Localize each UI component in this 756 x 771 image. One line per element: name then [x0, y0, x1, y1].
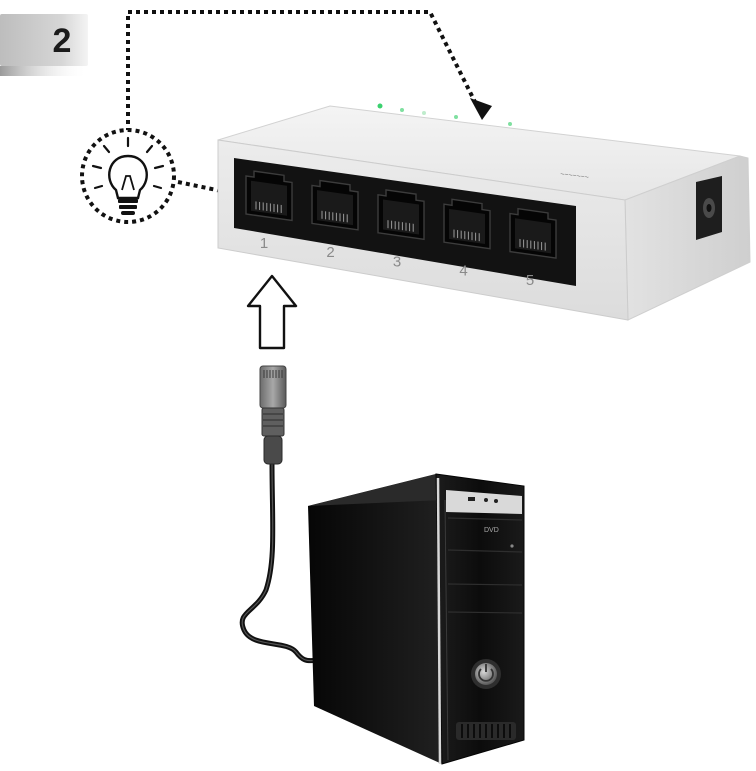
- led-2: [400, 108, 404, 112]
- arrow-up-icon: [246, 274, 298, 350]
- port-label-5: 5: [526, 272, 534, 289]
- power-button: [471, 659, 501, 689]
- port-label-1: 1: [260, 235, 268, 252]
- front-io-panel: [446, 490, 522, 514]
- power-jack: [696, 176, 722, 240]
- led-1: [377, 103, 383, 109]
- usb-port-2: [484, 498, 488, 502]
- ethernet-cable: [239, 459, 321, 664]
- port-label-2: 2: [326, 244, 334, 261]
- usb-port-3: [494, 499, 498, 503]
- led-5: [508, 122, 512, 126]
- lightbulb-icon: [80, 128, 176, 224]
- step-badge: 2: [0, 14, 88, 76]
- indicator-pointer-arrowhead: [470, 98, 492, 120]
- indicator-pointer-line: [126, 10, 482, 132]
- desktop-pc: DVD: [308, 473, 525, 765]
- ethernet-port-5: [509, 207, 557, 259]
- ethernet-port-3: [377, 189, 425, 241]
- ethernet-port-4: [443, 198, 491, 250]
- step-number: 2: [53, 22, 72, 60]
- svg-text:DVD: DVD: [484, 527, 499, 534]
- network-switch: ~~~~~~~ 1 2 3 4 5: [217, 103, 751, 321]
- svg-text:~~~~~~~: ~~~~~~~: [560, 171, 589, 181]
- front-vent: [456, 722, 516, 740]
- led-4: [454, 115, 458, 119]
- ethernet-ports: [245, 170, 557, 259]
- ethernet-port-1: [245, 170, 293, 222]
- port-label-4: 4: [459, 263, 467, 280]
- port-label-3: 3: [393, 253, 401, 270]
- port-labels: 1 2 3 4 5: [260, 235, 534, 289]
- led-3: [422, 111, 426, 115]
- usb-port-1: [468, 497, 475, 501]
- ethernet-port-2: [311, 179, 359, 231]
- led-indicator-icon: [377, 103, 512, 126]
- rj45-plug: [259, 365, 287, 465]
